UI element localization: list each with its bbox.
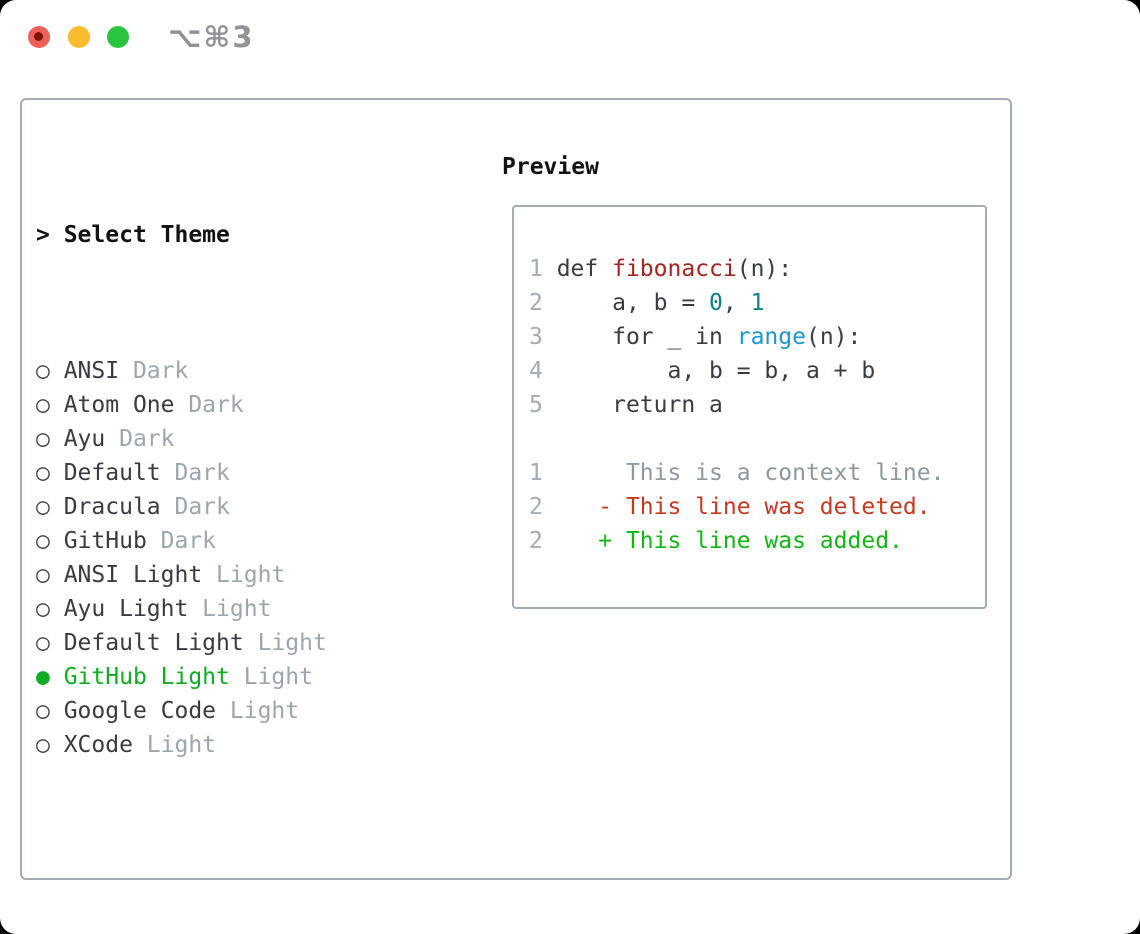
theme-picker-panel: > Select Theme ○ ANSI Dark○ Atom One Dar…	[20, 98, 1012, 880]
radio-icon: ○	[36, 460, 64, 486]
window-title-shortcut: ⌥⌘3	[168, 20, 255, 54]
theme-option-label: Ayu	[63, 426, 106, 452]
radio-icon: ○	[36, 732, 64, 758]
theme-variant-label: Light	[243, 630, 327, 656]
code-line: 2 + This line was added.	[529, 528, 903, 554]
theme-option-label: Google Code	[63, 698, 217, 724]
theme-option-google-code[interactable]: ○ Google Code Light	[36, 694, 424, 728]
line-number: 1	[529, 460, 557, 486]
theme-variant-label: Light	[202, 562, 286, 588]
titlebar: ⌥⌘3	[0, 0, 1140, 74]
theme-variant-label: Light	[229, 664, 313, 690]
line-number: 2	[529, 290, 557, 316]
theme-option-label: Dracula	[63, 494, 161, 520]
theme-variant-label: Light	[132, 732, 217, 758]
code-line: 1 This is a context line.	[529, 460, 945, 486]
prompt-caret-icon: >	[36, 222, 64, 248]
close-button[interactable]	[28, 26, 50, 48]
radio-icon: ○	[36, 392, 64, 418]
preview-title: Preview	[502, 154, 599, 180]
theme-option-atom-one[interactable]: ○ Atom One Dark	[36, 388, 424, 422]
theme-variant-label: Dark	[105, 426, 175, 452]
theme-variant-label: Light	[188, 596, 272, 622]
theme-option-ayu-light[interactable]: ○ Ayu Light Light	[36, 592, 424, 626]
theme-option-label: XCode	[63, 732, 133, 758]
theme-option-default[interactable]: ○ Default Dark	[36, 456, 424, 490]
theme-option-github-light[interactable]: ● GitHub Light Light	[36, 660, 424, 694]
radio-icon: ○	[36, 426, 64, 452]
line-number: 3	[529, 324, 557, 350]
theme-option-dracula[interactable]: ○ Dracula Dark	[36, 490, 424, 524]
code-line: 5 return a	[529, 392, 723, 418]
theme-option-xcode[interactable]: ○ XCode Light	[36, 728, 424, 762]
code-line: 2 a, b = 0, 1	[529, 290, 765, 316]
line-number: 5	[529, 392, 557, 418]
theme-option-ansi-light[interactable]: ○ ANSI Light Light	[36, 558, 424, 592]
theme-option-ansi[interactable]: ○ ANSI Dark	[36, 354, 424, 388]
theme-option-label: Default	[63, 460, 161, 486]
zoom-button[interactable]	[107, 26, 129, 48]
radio-icon: ○	[36, 630, 64, 656]
preview-hunk-1: 1 def fibonacci(n): 2 a, b = 0, 1 3 for _ …	[529, 252, 985, 422]
theme-variant-label: Dark	[119, 358, 189, 384]
select-theme-header: > Select Theme	[36, 218, 424, 252]
preview-box: 1 def fibonacci(n): 2 a, b = 0, 1 3 for _ …	[512, 205, 987, 609]
line-number: 1	[529, 256, 557, 282]
radio-icon: ○	[36, 358, 64, 384]
theme-option-default-light[interactable]: ○ Default Light Light	[36, 626, 424, 660]
code-line: 1 def fibonacci(n):	[529, 256, 793, 282]
line-number: 2	[529, 494, 557, 520]
theme-variant-label: Dark	[160, 460, 230, 486]
theme-option-github[interactable]: ○ GitHub Dark	[36, 524, 424, 558]
theme-picker-column: > Select Theme ○ ANSI Dark○ Atom One Dar…	[36, 150, 424, 934]
blank-line	[529, 422, 985, 456]
line-number: 2	[529, 528, 557, 554]
minimize-button[interactable]	[68, 26, 90, 48]
theme-option-label: Ayu Light	[63, 596, 189, 622]
select-theme-title: Select Theme	[63, 222, 230, 248]
radio-icon: ○	[36, 494, 64, 520]
theme-variant-label: Dark	[174, 392, 244, 418]
theme-option-label: GitHub Light	[63, 664, 230, 690]
line-number: 4	[529, 358, 557, 384]
theme-variant-label: Dark	[146, 528, 217, 554]
preview-hunk-2: 1 This is a context line. 2 - This line w…	[529, 456, 985, 558]
theme-variant-label: Dark	[160, 494, 230, 520]
theme-option-label: ANSI Light	[63, 562, 203, 588]
radio-icon: ○	[36, 562, 64, 588]
code-line: 4 a, b = b, a + b	[529, 358, 876, 384]
theme-option-label: ANSI	[63, 358, 120, 384]
radio-icon: ○	[36, 698, 64, 724]
spacer	[36, 864, 424, 898]
theme-option-label: Atom One	[63, 392, 175, 418]
code-line: 3 for _ in range(n):	[529, 324, 862, 350]
radio-icon: ○	[36, 596, 64, 622]
code-line: 2 - This line was deleted.	[529, 494, 931, 520]
theme-list: ○ ANSI Dark○ Atom One Dark○ Ayu Dark○ De…	[36, 354, 424, 762]
theme-option-label: Default Light	[63, 630, 244, 656]
radio-icon: ○	[36, 528, 64, 554]
theme-option-ayu[interactable]: ○ Ayu Dark	[36, 422, 424, 456]
radio-selected-icon: ●	[36, 664, 64, 690]
theme-variant-label: Light	[216, 698, 300, 724]
theme-option-label: GitHub	[63, 528, 147, 554]
